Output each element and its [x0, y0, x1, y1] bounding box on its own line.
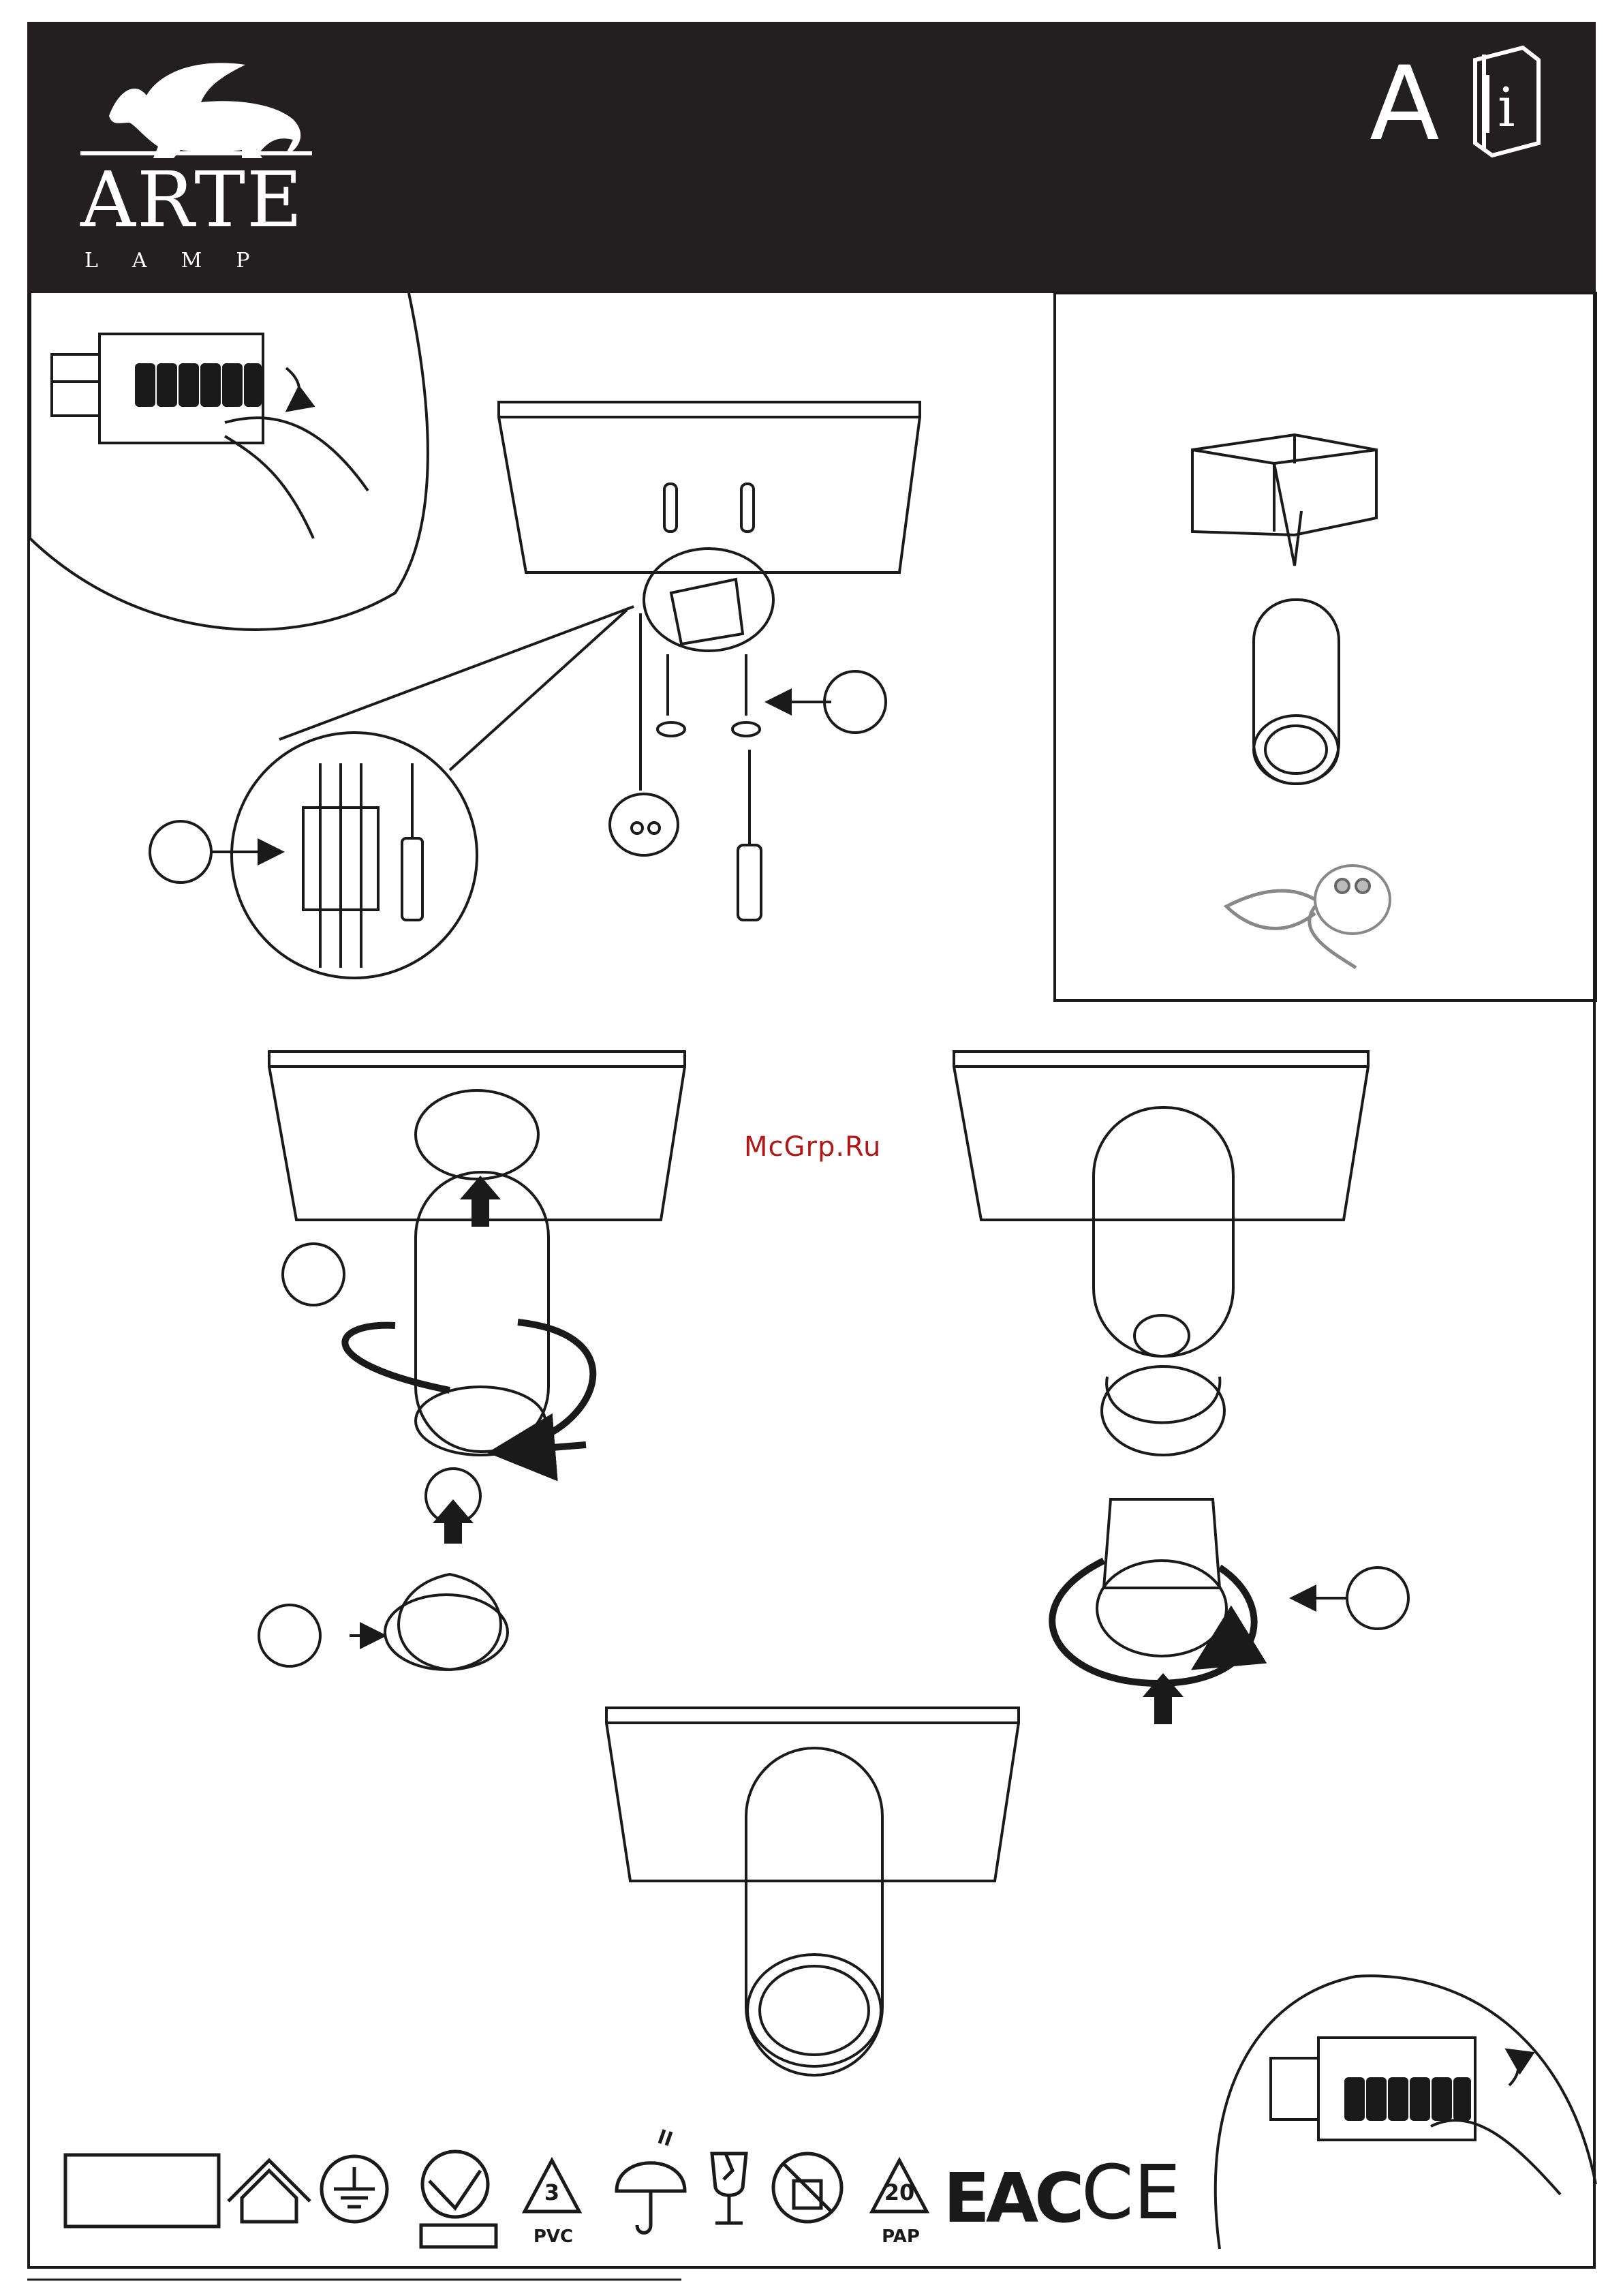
ceiling-plate-step1: [499, 402, 920, 920]
circuit-breaker-off-icon: [30, 293, 428, 630]
circuit-breaker-on-icon: [1216, 1976, 1596, 2249]
indoor-use-icon: [228, 2160, 310, 2222]
pap-label: PAP: [882, 2226, 920, 2247]
eac-label: EAC: [943, 2158, 1080, 2238]
blank-label-box: [65, 2155, 219, 2226]
install-tube-step2: [259, 1052, 685, 1670]
umbrella-icon: [617, 2130, 685, 2233]
class-two-icon: [421, 2152, 496, 2247]
instruction-manual-icon: i: [1475, 48, 1539, 155]
assembled-lamp: [606, 1708, 1019, 2075]
no-burning-icon: [773, 2154, 841, 2222]
pvc-label: PVC: [534, 2226, 573, 2247]
ce-label: CE: [1081, 2149, 1181, 2236]
svg-text:i: i: [1498, 76, 1515, 139]
cert-text: 3 PVC 20 PAP EAC CE: [534, 2149, 1181, 2247]
pvc-number: 3: [544, 2179, 559, 2205]
package-contents-box: [1055, 293, 1596, 1000]
lion-logo-icon: [80, 63, 312, 158]
pap-number: 20: [884, 2179, 915, 2205]
wiring-detail: [150, 607, 634, 978]
fragile-glass-icon: [712, 2154, 746, 2223]
earth-ground-icon: [322, 2156, 387, 2222]
install-lens-step3: [954, 1052, 1408, 1683]
